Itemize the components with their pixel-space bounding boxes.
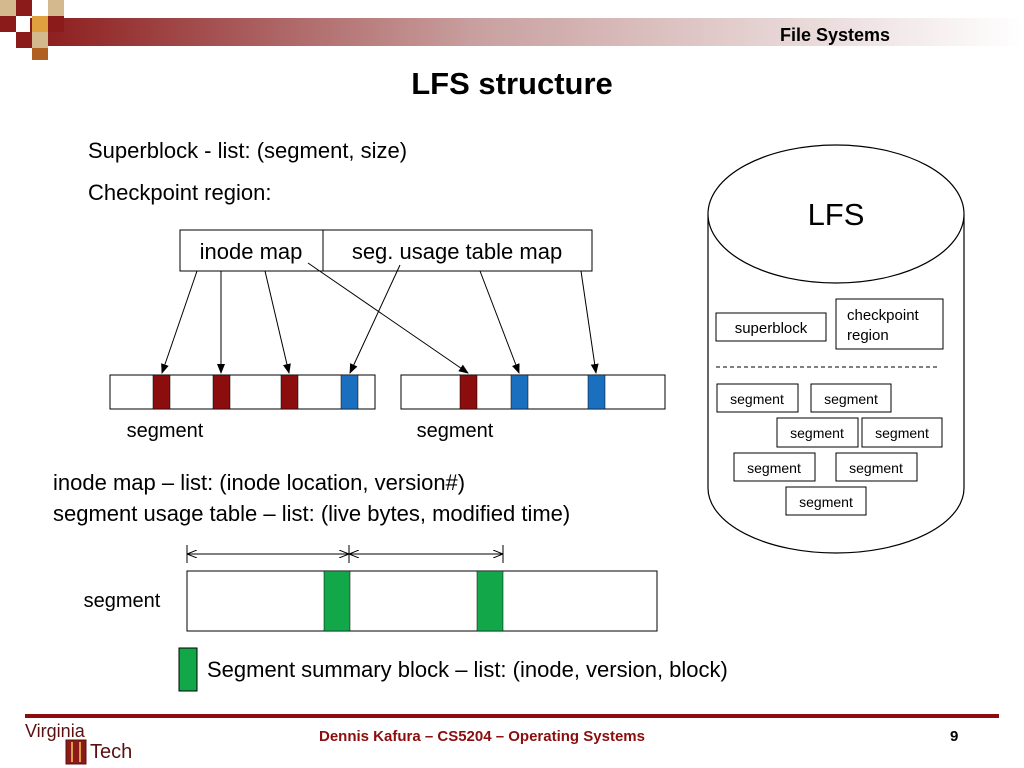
segment-bar-large bbox=[186, 570, 658, 632]
summary-legend-swatch bbox=[178, 647, 198, 692]
cyl-segment-box bbox=[733, 452, 816, 482]
seg-usage-label: seg. usage table map bbox=[352, 239, 562, 264]
seg-usage-box bbox=[322, 229, 593, 272]
cyl-segment-label: segment bbox=[790, 425, 844, 441]
cyl-segment-box bbox=[776, 417, 859, 448]
footer-rule bbox=[25, 714, 999, 718]
vt-logo: Virginia Tech bbox=[25, 721, 132, 765]
cyl-segment-box bbox=[835, 452, 918, 482]
pointer-arrow bbox=[264, 270, 291, 374]
cyl-segment-label: segment bbox=[875, 425, 929, 441]
superblock-line: Superblock - list: (segment, size) bbox=[88, 138, 408, 163]
inode-block bbox=[459, 374, 478, 410]
cyl-segment-label: segment bbox=[799, 494, 853, 510]
header-square bbox=[16, 32, 32, 48]
segment-bar-1 bbox=[109, 374, 376, 410]
cyl-checkpoint-box bbox=[835, 298, 944, 350]
seg-usage-description: segment usage table – list: (live bytes,… bbox=[53, 501, 571, 526]
checkpoint-line: Checkpoint region: bbox=[88, 180, 272, 205]
header-square bbox=[32, 48, 48, 60]
footer-author: Dennis Kafura – CS5204 – Operating Syste… bbox=[319, 728, 645, 745]
header-square bbox=[0, 16, 16, 32]
summary-block bbox=[323, 570, 351, 632]
pointer-arrow bbox=[580, 270, 599, 374]
cyl-segment-box bbox=[861, 417, 943, 448]
pointer-arrow bbox=[349, 264, 401, 374]
pointer-arrow bbox=[307, 262, 469, 374]
cylinder-title: LFS bbox=[808, 197, 865, 232]
segment-label: segment bbox=[84, 590, 161, 612]
vt-logo-tech: Tech bbox=[90, 741, 132, 763]
cyl-superblock-box bbox=[715, 312, 827, 342]
slide-title: LFS structure bbox=[411, 66, 613, 101]
inode-block bbox=[212, 374, 231, 410]
cyl-segment-label: segment bbox=[730, 391, 784, 407]
segment-label: segment bbox=[417, 420, 494, 442]
inode-block bbox=[280, 374, 299, 410]
page-number: 9 bbox=[950, 728, 959, 745]
summary-block bbox=[476, 570, 504, 632]
header-gradient-bar bbox=[30, 18, 1024, 46]
cyl-segment-box bbox=[785, 486, 867, 516]
segment-label: segment bbox=[127, 420, 204, 442]
cyl-segment-label: segment bbox=[824, 391, 878, 407]
cyl-checkpoint-label-1: checkpoint bbox=[847, 307, 920, 324]
header-decoration bbox=[0, 0, 1024, 60]
usage-block bbox=[510, 374, 529, 410]
cyl-segment-box bbox=[716, 383, 799, 413]
header-square bbox=[32, 16, 48, 32]
segment-bar-2 bbox=[400, 374, 666, 410]
inode-map-box bbox=[179, 229, 324, 272]
header-topic: File Systems bbox=[780, 25, 891, 45]
header-square bbox=[48, 16, 64, 32]
cyl-segment-label: segment bbox=[747, 460, 801, 476]
summary-legend-text: Segment summary block – list: (inode, ve… bbox=[207, 657, 728, 682]
cyl-checkpoint-label-2: region bbox=[847, 327, 889, 344]
header-square bbox=[16, 0, 32, 16]
inode-block bbox=[152, 374, 171, 410]
cylinder-top bbox=[707, 144, 965, 284]
vt-logo-virginia: Virginia bbox=[25, 721, 86, 741]
header-square bbox=[0, 0, 16, 16]
pointer-arrow bbox=[161, 270, 198, 374]
cyl-segment-label: segment bbox=[849, 460, 903, 476]
vt-logo-emblem bbox=[65, 739, 87, 765]
inode-map-description: inode map – list: (inode location, versi… bbox=[53, 470, 466, 495]
cyl-segment-box bbox=[810, 383, 892, 413]
lfs-cylinder: LFS superblock checkpoint region segment… bbox=[707, 144, 965, 554]
header-square bbox=[32, 32, 48, 48]
pointer-arrow bbox=[479, 270, 520, 374]
header-square bbox=[48, 0, 64, 16]
usage-block bbox=[340, 374, 359, 410]
cyl-superblock-label: superblock bbox=[735, 320, 808, 337]
usage-block bbox=[587, 374, 606, 410]
inode-map-label: inode map bbox=[200, 239, 303, 264]
